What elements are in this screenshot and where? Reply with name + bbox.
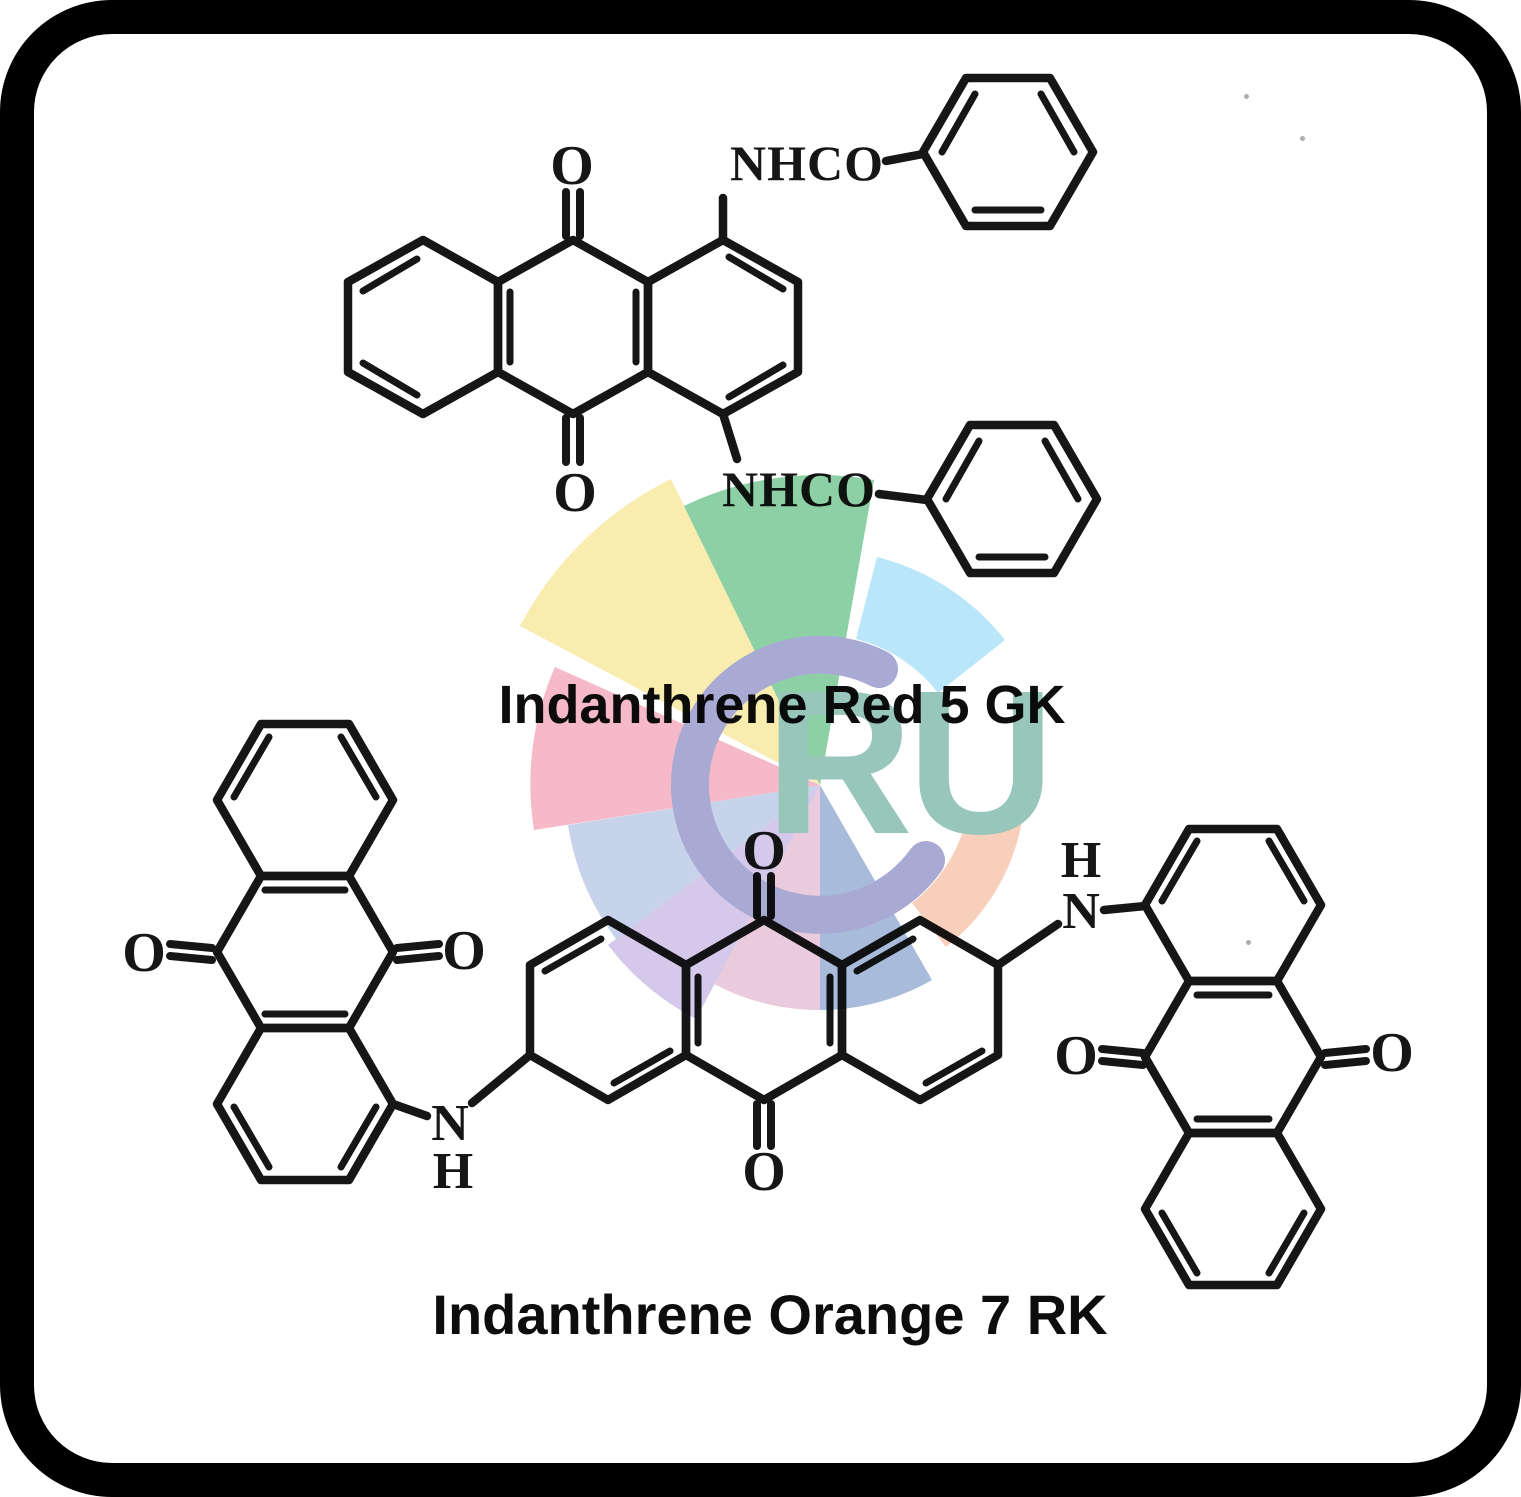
amide-label: NHCO [730, 135, 884, 191]
nitrogen-label: N [1062, 883, 1100, 940]
bond-to-nh [388, 1099, 432, 1121]
double-bond [922, 1047, 986, 1087]
bond-to-amide [718, 409, 742, 464]
bond-to-phenyl [874, 489, 932, 505]
scan-speck [1246, 940, 1251, 945]
watermark-sector-lilac [608, 785, 820, 1019]
double-bond [359, 359, 421, 399]
benzene-ring [837, 915, 1003, 1105]
carbonyl-right [393, 940, 443, 964]
double-bond [725, 253, 787, 293]
scan-speck [1244, 94, 1249, 99]
carbonyl-bottom [562, 414, 584, 466]
double-bond [725, 361, 787, 401]
carbonyl-right [1321, 1045, 1370, 1069]
double-bond [1158, 1209, 1201, 1277]
double-bond [1265, 837, 1308, 905]
double-bond [1158, 837, 1201, 905]
double-bond [1041, 437, 1082, 503]
carbonyl-top [562, 188, 584, 240]
double-bond [610, 1047, 674, 1087]
carbonyl-left [1098, 1045, 1147, 1069]
oxygen-label: O [553, 462, 597, 524]
watermark-letters: RU [765, 648, 1049, 877]
double-bond [1265, 1209, 1308, 1277]
oxygen-label: O [122, 922, 166, 984]
phenyl-ring [918, 73, 1098, 231]
watermark-sector-yellow [520, 479, 820, 785]
double-bond [337, 733, 380, 801]
oxygen-label: O [1054, 1025, 1098, 1087]
nitrogen-label: N [431, 1095, 469, 1152]
watermark-c-ring [670, 635, 945, 934]
oxygen-label: O [550, 135, 594, 197]
watermark-sector-pink [530, 667, 820, 830]
double-bond [1037, 90, 1078, 156]
watermark-sector-peach [912, 811, 1022, 947]
double-bond [942, 437, 983, 503]
double-bond [359, 255, 421, 295]
structure-red-5-gk [343, 73, 1102, 578]
double-bond [230, 1103, 273, 1171]
benzene-ring [1140, 1128, 1326, 1290]
structure-title-orange-7-rk: Indanthrene Orange 7 RK [432, 1283, 1108, 1346]
carbonyl-left [166, 940, 216, 964]
bond-to-phenyl [881, 149, 928, 166]
oxygen-label: O [1370, 1022, 1414, 1084]
bond-to-nh [1099, 901, 1150, 915]
watermark-sector-green [684, 475, 874, 785]
oxygen-label: O [742, 1141, 786, 1203]
phenyl-ring [922, 420, 1102, 578]
double-bond [938, 90, 979, 156]
hydrogen-label: H [1061, 832, 1101, 889]
double-bond [337, 1103, 380, 1171]
scan-speck [1300, 136, 1305, 141]
double-bond [230, 733, 273, 801]
watermark-sector-light-blue [856, 557, 1005, 693]
bond-to-nh [467, 1050, 535, 1108]
bond-to-nh [993, 919, 1063, 970]
carbonyl-bottom [753, 1100, 775, 1150]
double-bond [541, 935, 605, 975]
hydrogen-label: H [433, 1143, 473, 1200]
oxygen-label: O [442, 920, 486, 982]
